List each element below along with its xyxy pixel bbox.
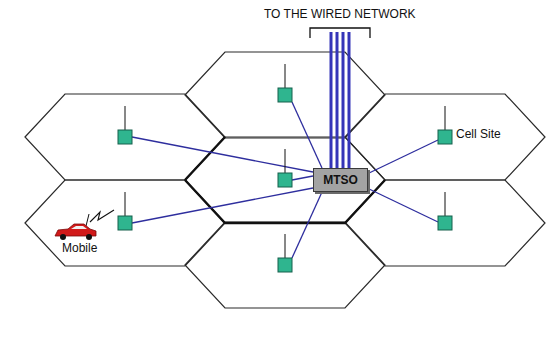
car-wheel xyxy=(86,234,92,240)
car-icon xyxy=(55,214,96,240)
car-window xyxy=(71,226,87,229)
cell-sites xyxy=(118,88,452,272)
hex-cell xyxy=(185,137,385,223)
node-label: MTSO xyxy=(323,174,358,186)
cell-site-square xyxy=(118,130,132,144)
network-caption: TO THE WIRED NETWORK xyxy=(264,8,416,22)
antenna-mast xyxy=(445,106,446,130)
trunk-line xyxy=(342,32,345,168)
site-link xyxy=(292,102,322,168)
wired-trunk xyxy=(331,32,349,168)
hex-cell xyxy=(345,94,545,180)
hex-cell xyxy=(185,222,385,308)
cell-site-square xyxy=(278,258,292,272)
car-wheel xyxy=(60,234,66,240)
antenna-mast xyxy=(285,149,286,173)
site-link xyxy=(132,137,313,172)
mtso-box: MTSO xyxy=(313,168,368,192)
site-link xyxy=(367,140,438,174)
mobile-label: Mobile xyxy=(62,242,97,256)
cluster-border-line xyxy=(185,137,225,180)
site-link xyxy=(292,176,313,180)
antenna-mast xyxy=(445,192,446,216)
car-antenna xyxy=(86,214,89,226)
cell-site-square xyxy=(438,216,452,230)
hex-cells xyxy=(25,52,545,308)
site-links xyxy=(132,102,438,258)
trunk-line xyxy=(348,32,351,168)
hex-cell xyxy=(25,94,225,180)
antennas xyxy=(125,64,445,258)
site-link xyxy=(367,188,438,222)
antenna-mast xyxy=(285,234,286,258)
hex-cell xyxy=(185,52,385,138)
antenna-mast xyxy=(125,106,126,130)
site-link xyxy=(292,192,322,258)
antenna-mast xyxy=(125,192,126,216)
trunk-line xyxy=(330,32,333,168)
trunk-line xyxy=(336,32,339,168)
cluster-border xyxy=(185,137,385,223)
antenna-mast xyxy=(285,64,286,88)
network-bracket xyxy=(310,28,370,38)
site-link xyxy=(132,188,313,223)
cell-site-label: Cell Site xyxy=(456,128,501,142)
hex-cell xyxy=(25,180,225,266)
hex-cell xyxy=(345,180,545,266)
cell-site-square xyxy=(278,88,292,102)
cell-site-square xyxy=(118,216,132,230)
radio-link xyxy=(90,210,114,222)
cell-site-square xyxy=(438,130,452,144)
cell-site-square xyxy=(278,173,292,187)
